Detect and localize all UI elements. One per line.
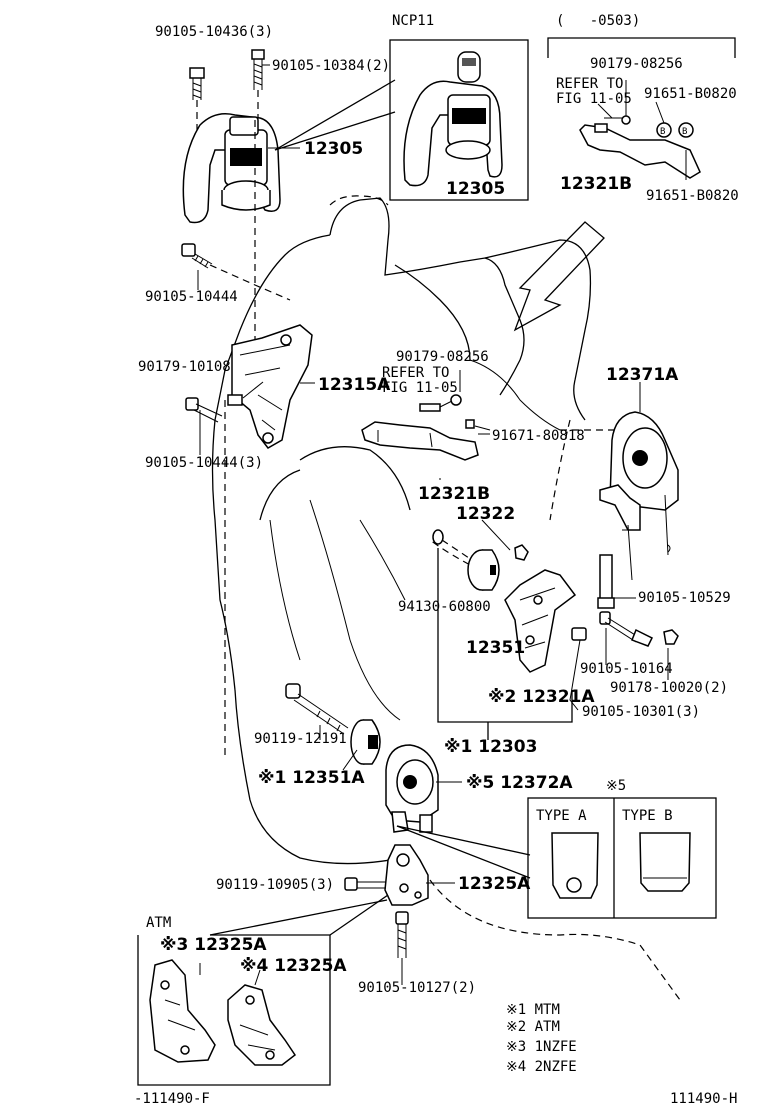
label-ncp11: NCP11 [392,13,434,29]
ncp11-box [389,39,529,201]
label-12321b-a: 12321B [560,174,632,194]
label-90105-10444-b: 90105-10444(3) [145,455,263,471]
svg-text:B: B [682,127,687,137]
label-91651-b0820-b: 91651-B0820 [646,188,739,204]
label-12351a: ※1 12351A [258,768,365,788]
variant-0503-box: B B [547,37,736,180]
label-12305-b: 12305 [446,179,505,199]
bracket-12321b [361,394,491,461]
label-90105-10444-a: 90105-10444 [145,289,238,305]
label-90119-10905: 90119-10905(3) [216,877,334,893]
label-fig-b: FIG 11-05 [382,380,458,396]
bolt-90105-10384 [251,49,265,90]
stopper-12322 [514,544,529,561]
label-90179-10108: 90179-10108 [138,359,231,375]
label-90178-10020: 90178-10020(2) [610,680,728,696]
label-note-5: ※5 [606,778,626,794]
legend-item-4: ※4 2NZFE [506,1059,577,1075]
label-refer-to-b: REFER TO [382,365,449,381]
label-12315a: 12315A [318,375,391,395]
cushion-12351a [350,719,381,765]
label-90105-10127: 90105-10127(2) [358,980,476,996]
label-90105-10384: 90105-10384(2) [272,58,390,74]
label-90179-08256-a: 90179-08256 [590,56,683,72]
label-12351: 12351 [466,638,525,658]
cushion-12351 [467,549,500,591]
bolt-90105-10444-lower [185,397,223,423]
label-fig-a: FIG 11-05 [556,91,632,107]
label-90105-10436: 90105-10436(3) [155,24,273,40]
label-atm-title: ATM [146,915,171,931]
label-90179-08256-b: 90179-08256 [396,349,489,365]
figure-id-right: 111490-H [670,1091,737,1107]
nut-90178-10020 [663,629,679,645]
legend-item-1: ※1 MTM [506,1002,560,1018]
bolt-90105-10444-upper [181,243,213,269]
figure-id-left: -111490-F [134,1091,210,1107]
label-12303: ※1 12303 [444,737,537,757]
bolt-90119-12191 [285,683,349,735]
mount-12371a [599,411,679,556]
label-90105-10529: 90105-10529 [638,590,731,606]
bracket-12315a [224,324,313,760]
label-12325a-3: ※3 12325A [160,935,267,955]
bracket-12321a [504,569,587,673]
atm-box [137,934,331,1086]
svg-text:B: B [660,127,665,137]
label-12325a-4: ※4 12325A [240,956,347,976]
leader-lines [197,64,669,986]
label-12322: 12322 [456,504,515,524]
label-refer-to-a: REFER TO [556,76,623,92]
bolt-90105-10436 [189,67,205,100]
legend-item-2: ※2 ATM [506,1019,560,1035]
label-type-a: TYPE A [536,808,587,824]
label-90105-10164: 90105-10164 [580,661,673,677]
washer-94130 [432,529,444,545]
label-90105-10301: 90105-10301(3) [582,704,700,720]
bolt-90105-10127 [395,911,409,958]
type-box [527,797,717,919]
engine-mount-12305 [182,113,281,224]
legend-item-3: ※3 1NZFE [506,1039,577,1055]
label-date-range: ( -0503) [556,13,640,29]
label-94130-60800: 94130-60800 [398,599,491,615]
bolt-90105-10529 [597,524,636,609]
direction-arrow [513,221,605,332]
label-91671-80818: 91671-80818 [492,428,585,444]
bolt-90119-10905 [344,877,386,891]
label-90119-12191: 90119-12191 [254,731,347,747]
bolt-90105-10164 [599,611,654,647]
bracket-12325a [384,844,429,906]
label-type-b: TYPE B [622,808,673,824]
mount-12372a [385,744,439,833]
label-91651-b0820-a: 91651-B0820 [644,86,737,102]
label-12372a: ※5 12372A [466,773,573,793]
label-12321b-b: 12321B [418,484,490,504]
label-12305-a: 12305 [304,139,363,159]
label-12325a: 12325A [458,874,531,894]
label-12371a: 12371A [606,365,679,385]
label-12321a: ※2 12321A [488,687,595,707]
